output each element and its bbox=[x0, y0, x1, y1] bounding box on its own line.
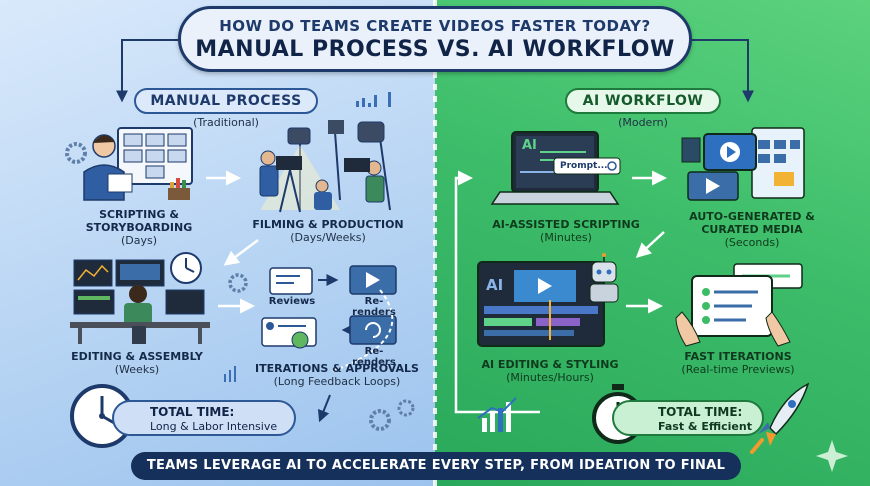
header-title: MANUAL PROCESS VS. AI WORKFLOW bbox=[195, 37, 675, 62]
bars-small-icon bbox=[224, 366, 236, 382]
manual-total-time: TOTAL TIME: Long & Labor Intensive bbox=[112, 400, 296, 436]
step-duration: (Long Feedback Loops) bbox=[273, 375, 401, 388]
step-duration: (Minutes) bbox=[540, 231, 592, 244]
header-arrow-left bbox=[116, 39, 178, 103]
ai-arrow-2 bbox=[635, 231, 665, 259]
title-banner: HOW DO TEAMS CREATE VIDEOS FASTER TODAY?… bbox=[178, 6, 692, 72]
panel-divider bbox=[433, 0, 437, 486]
step-title-line2: CURATED MEDIA bbox=[701, 223, 803, 236]
ai-step-editing: AI EDITING & STYLING (Minutes/Hours) bbox=[470, 358, 630, 384]
growth-bars-icon bbox=[477, 397, 517, 432]
filming-illustration bbox=[259, 120, 391, 213]
step-title: ITERATIONS & APPROVALS bbox=[255, 362, 419, 375]
total-label: TOTAL TIME: bbox=[150, 405, 235, 419]
step-title: SCRIPTING & bbox=[99, 208, 179, 221]
step-duration: (Seconds) bbox=[724, 236, 780, 249]
step-title: FAST ITERATIONS bbox=[684, 350, 792, 363]
scripting-illustration bbox=[65, 127, 193, 201]
editor-ai-text: AI bbox=[486, 276, 504, 294]
laptop-illustration bbox=[490, 131, 621, 205]
editor-illustration bbox=[477, 253, 619, 347]
sparkle-icon bbox=[816, 440, 848, 472]
rerenders-label: Re-renders bbox=[352, 296, 396, 318]
ai-total-time: TOTAL TIME: Fast & Efficient bbox=[612, 400, 764, 436]
prompt-text: Prompt... bbox=[560, 161, 608, 171]
step-filming: FILMING & PRODUCTION (Days/Weeks) bbox=[248, 218, 408, 244]
step-duration: (Real-time Previews) bbox=[681, 363, 795, 376]
step-duration: (Minutes/Hours) bbox=[506, 371, 594, 384]
step-editing: EDITING & ASSEMBLY (Weeks) bbox=[62, 350, 212, 376]
header-arrow-right bbox=[692, 39, 754, 103]
step-title: AI-ASSISTED SCRIPTING bbox=[492, 218, 640, 231]
total-label: TOTAL TIME: bbox=[658, 405, 743, 419]
laptop-ai-text: AI bbox=[522, 138, 537, 153]
ai-step-scripting: AI-ASSISTED SCRIPTING (Minutes) bbox=[486, 218, 646, 244]
footer-banner: TEAMS LEVERAGE AI TO ACCELERATE EVERY ST… bbox=[131, 452, 741, 480]
media-illustration bbox=[681, 127, 805, 201]
step-scripting: SCRIPTING & STORYBOARDING (Days) bbox=[64, 208, 214, 247]
arrow-2 bbox=[223, 239, 259, 266]
step-duration: (Days/Weeks) bbox=[290, 231, 366, 244]
total-value: Long & Labor Intensive bbox=[150, 420, 278, 433]
step-duration: (Days) bbox=[120, 234, 158, 247]
step-duration: (Weeks) bbox=[114, 363, 160, 376]
header-question: HOW DO TEAMS CREATE VIDEOS FASTER TODAY? bbox=[219, 17, 651, 35]
step-title: AUTO-GENERATED & bbox=[689, 210, 815, 223]
ai-step-media: AUTO-GENERATED & CURATED MEDIA (Seconds) bbox=[672, 210, 832, 249]
step-title: AI EDITING & STYLING bbox=[481, 358, 619, 371]
rerenders-label-2: Re-renders bbox=[352, 346, 396, 368]
ai-workflow-title: AI WORKFLOW bbox=[565, 88, 721, 114]
editing-illustration bbox=[70, 252, 248, 344]
step-iterations: ITERATIONS & APPROVALS (Long Feedback Lo… bbox=[252, 362, 422, 388]
iterations-illustration bbox=[261, 265, 397, 423]
gears-icon bbox=[369, 399, 415, 431]
step-title: EDITING & ASSEMBLY bbox=[71, 350, 203, 363]
total-value: Fast & Efficient bbox=[658, 420, 752, 433]
bars-icon bbox=[356, 92, 391, 107]
manual-subtitle: (Traditional) bbox=[193, 116, 259, 129]
reviews-label: Reviews bbox=[268, 296, 316, 307]
fast-iterations-illustration bbox=[675, 263, 803, 347]
ai-subtitle: (Modern) bbox=[618, 116, 668, 129]
manual-process-title: MANUAL PROCESS bbox=[134, 88, 318, 114]
rocket-icon bbox=[750, 382, 810, 454]
step-title: FILMING & PRODUCTION bbox=[252, 218, 404, 231]
ai-step-fast-iterations: FAST ITERATIONS (Real-time Previews) bbox=[668, 350, 808, 376]
step-title-line2: STORYBOARDING bbox=[85, 221, 193, 234]
